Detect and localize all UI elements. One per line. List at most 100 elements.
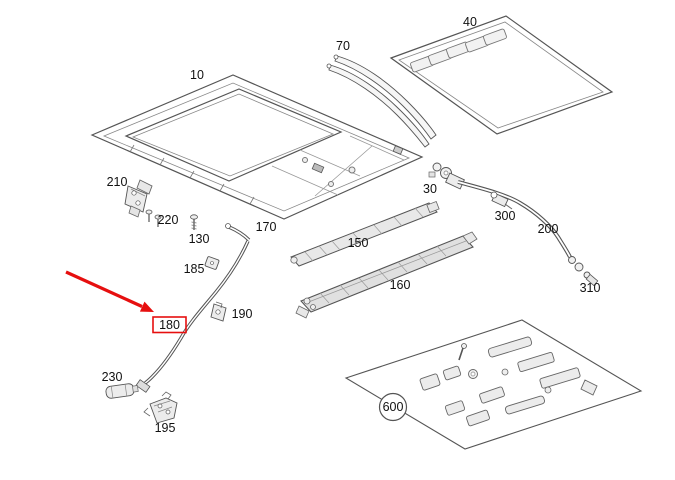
rail-upper-end-fitting <box>426 200 440 214</box>
drain-hose-front <box>135 240 250 393</box>
rail-upper-body <box>290 202 438 267</box>
deflector-end-hook <box>326 63 332 69</box>
bracket-left-inner-line <box>130 188 146 197</box>
kit-pin-head <box>461 343 467 349</box>
part-label-200: 200 <box>538 222 559 236</box>
frame-mechanism-dot <box>302 157 308 163</box>
bracket-left-body <box>124 185 148 213</box>
kit-part-dot <box>501 368 509 376</box>
glass-segment <box>483 28 507 46</box>
part-label-190: 190 <box>232 307 253 321</box>
bracket-bottom-hook <box>161 391 172 400</box>
kit-part-bar <box>487 336 533 358</box>
drain-hose-front-end-fitting <box>135 379 151 393</box>
bracket-bottom-hole <box>165 409 171 415</box>
rail-lower-foot <box>295 305 310 319</box>
part-label-30: 30 <box>423 182 437 196</box>
roller-nub <box>132 385 139 393</box>
part-label-600: 600 <box>383 400 404 414</box>
drain-hose-front-tube-inner <box>144 240 249 384</box>
part-label-180: 180 <box>159 318 180 332</box>
drain-hose-rear-end-ring <box>568 256 576 264</box>
roller-cap-lines <box>110 384 128 399</box>
screw-pair <box>145 209 162 227</box>
screw-single <box>190 214 198 230</box>
part-label-210: 210 <box>107 175 128 189</box>
kit-part-dot <box>544 386 552 394</box>
part-label-40: 40 <box>463 15 477 29</box>
connector-tube <box>225 223 251 242</box>
part-label-310: 310 <box>580 281 601 295</box>
clip-hole <box>210 261 214 265</box>
kit-part-block <box>466 409 490 427</box>
connector-right <box>490 191 513 210</box>
rail-lower-hatch <box>319 245 447 304</box>
bracket-left-hole <box>135 200 141 206</box>
drive-gear-small <box>432 162 442 172</box>
rail-lower-inner-line <box>305 240 467 304</box>
hose-clip <box>204 256 220 270</box>
bracket-bottom-body <box>149 397 178 424</box>
part-label-170: 170 <box>256 220 277 234</box>
frame-mechanism-dot <box>328 181 334 187</box>
drive-gear-hub <box>443 170 449 176</box>
fitting-ring-large <box>574 262 584 272</box>
kit-part-block <box>442 365 462 381</box>
rail-lower-end-roller <box>310 304 316 310</box>
sunroof-frame-assembly <box>90 74 424 220</box>
drive-unit <box>428 162 465 190</box>
roller-body <box>105 383 135 399</box>
connector-tube-end-ring <box>225 223 231 229</box>
wind-deflector-strips <box>326 54 437 148</box>
repair-kit <box>344 319 643 450</box>
deflector-end-hook <box>333 54 339 60</box>
kit-part-ring-hub <box>470 371 476 377</box>
bracket-mid-hole <box>215 309 221 315</box>
part-label-70: 70 <box>336 39 350 53</box>
frame-inner-rim <box>102 82 411 212</box>
rail-lower-end-bracket <box>462 231 478 245</box>
frame-corner-bracket <box>136 179 153 195</box>
frame-motor-block <box>311 162 325 174</box>
kit-boundary <box>344 319 643 450</box>
screw-head <box>145 209 153 215</box>
kit-part-angle-bracket <box>580 379 598 396</box>
part-label-130: 130 <box>189 232 210 246</box>
bracket-left-hole <box>131 190 137 196</box>
part-label-185: 185 <box>184 262 205 276</box>
frame-mechanism-dot <box>348 166 356 174</box>
drive-tab <box>428 171 436 178</box>
frame-deck-rails <box>271 135 405 197</box>
kit-label-circle <box>378 392 408 422</box>
part-label-150: 150 <box>348 236 369 250</box>
bracket-left <box>124 185 148 218</box>
highlight-annotation <box>65 270 187 334</box>
screw-head <box>190 214 198 220</box>
glass-panel <box>389 15 614 135</box>
bracket-bottom-hole <box>157 403 163 409</box>
kit-pin <box>458 347 464 361</box>
part-label-160: 160 <box>390 278 411 292</box>
highlight-arrow-shaft <box>65 270 143 308</box>
deflector-strip-upper <box>334 55 437 140</box>
bracket-bottom-foot <box>143 407 151 417</box>
frame-opening-inner <box>131 93 335 177</box>
kit-part-block <box>479 386 505 404</box>
bracket-left-foot <box>128 205 141 218</box>
rail-lower-end-roller <box>303 297 311 305</box>
bracket-mid-tab <box>215 301 223 309</box>
highlight-arrow-head <box>139 301 154 312</box>
bracket-mid <box>210 301 227 322</box>
rail-upper <box>290 200 440 267</box>
frame-motor-block <box>392 145 404 155</box>
connector-right-stub <box>504 203 513 210</box>
part-label-230: 230 <box>102 370 123 384</box>
frame-opening-outer <box>124 88 343 182</box>
connector-tube-inner <box>228 226 250 241</box>
kit-part-block <box>444 400 466 416</box>
kit-part-block <box>419 373 441 391</box>
screw-threads <box>191 221 197 230</box>
highlight-box <box>152 316 187 334</box>
